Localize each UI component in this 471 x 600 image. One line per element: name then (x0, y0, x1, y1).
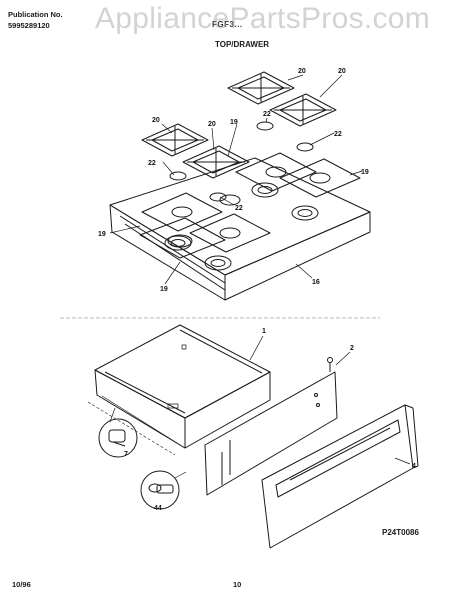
burner-pan (141, 192, 223, 232)
callout-burner-pan: 19 (361, 169, 369, 176)
knob-detail (140, 470, 187, 510)
burner (291, 205, 319, 221)
burner-pan (189, 213, 271, 253)
burner-cap (256, 121, 274, 131)
drawer-leader-lines (249, 335, 411, 465)
burner (204, 255, 232, 271)
burner-pan (235, 152, 317, 192)
burner-pan (279, 158, 361, 198)
cooktop-assembly (109, 152, 371, 301)
callout-burner-cap: 22 (263, 111, 271, 118)
burner-cap (296, 142, 314, 152)
grates (141, 71, 337, 179)
model-number: FGF3... (212, 20, 243, 29)
callout-knob: 44 (154, 505, 162, 512)
diagram-code: P24T0086 (382, 528, 419, 537)
callout-drawer-back: 2 (350, 345, 354, 352)
watermark: AppliancePartsPros.com (95, 2, 431, 35)
callout-burner-pan: 19 (160, 286, 168, 293)
grate (269, 93, 337, 127)
drawer-roller-detail (98, 407, 138, 458)
publication-number: 5995289120 (8, 21, 50, 30)
section-title: TOP/DRAWER (215, 40, 270, 49)
callout-drawer-front: 4 (412, 463, 416, 470)
callout-drawer-body: 1 (262, 328, 266, 335)
callout-grate: 20 (152, 117, 160, 124)
callout-burner-cap: 22 (235, 205, 243, 212)
callout-roller: 7 (124, 451, 128, 458)
grate (227, 71, 295, 105)
cooktop-surface (109, 157, 371, 276)
burner-caps (169, 121, 314, 202)
page-number: 10 (233, 580, 242, 589)
callout-cooktop: 16 (312, 279, 320, 286)
footer-date: 10/96 (12, 580, 31, 589)
callout-grate: 20 (338, 68, 346, 75)
burner (251, 182, 279, 198)
drawer-assembly (87, 324, 419, 549)
cooktop-side-face (224, 211, 371, 301)
callout-burner-cap: 22 (148, 160, 156, 167)
burner (219, 194, 241, 206)
drawer-body (94, 324, 271, 419)
callout-grate: 20 (298, 68, 306, 75)
callout-burner-pan: 19 (230, 119, 238, 126)
publication-label: Publication No. (8, 10, 63, 19)
callout-grate: 20 (208, 121, 216, 128)
grate (182, 145, 250, 179)
drawer-front-panel (261, 404, 414, 549)
callout-burner-cap: 22 (334, 131, 342, 138)
callout-labels: 20 20 20 20 22 22 22 22 19 19 19 19 16 1… (98, 68, 416, 512)
drawer-back-panel (204, 371, 338, 496)
callout-burner-pan: 19 (98, 231, 106, 238)
burner-cap (169, 171, 187, 181)
top-leader-lines (109, 74, 363, 285)
grate (141, 123, 209, 157)
burner-cap (209, 192, 227, 202)
